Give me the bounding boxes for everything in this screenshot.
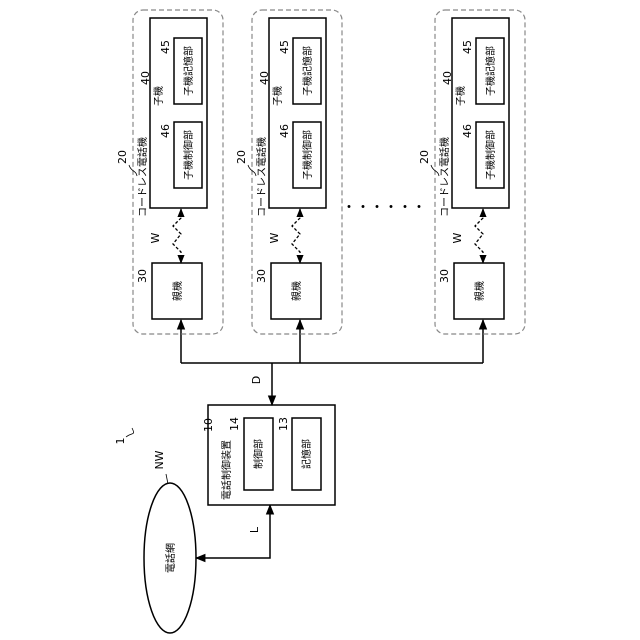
wireless-link-label: W xyxy=(268,232,281,243)
cordless-phone-group: コードレス電話機 20 親機 30 W 子機40 子機記憶部 45 子機制御部 46 xyxy=(418,10,525,334)
control-unit-ref: 14 xyxy=(228,417,241,431)
telephone-network-ref-leader xyxy=(166,474,168,484)
handset-storage-ref: 45 xyxy=(278,40,291,54)
handset-control-ref: 46 xyxy=(461,124,474,138)
cordless-phone-label: コードレス電話機 xyxy=(255,137,268,217)
system-ref-leader xyxy=(126,428,134,437)
handset-ref: 40 xyxy=(441,71,454,85)
cordless-phone-label: コードレス電話機 xyxy=(136,137,149,217)
base-unit-ref: 30 xyxy=(136,269,149,283)
handset-ref: 40 xyxy=(139,71,152,85)
link-D-label: D xyxy=(250,376,263,384)
handset-storage-label: 子機記憶部 xyxy=(182,46,195,96)
handset-control-label: 子機制御部 xyxy=(182,130,195,180)
wireless-link xyxy=(475,209,483,263)
handset-storage-label: 子機記憶部 xyxy=(484,46,497,96)
telephone-network-ref: NW xyxy=(153,450,166,469)
handset-ref: 40 xyxy=(258,71,271,85)
cordless-phone-group: コードレス電話機 20 親機 30 W 子機40 子機記憶部 45 子機制御部 46 xyxy=(116,10,223,334)
storage-unit-label: 記憶部 xyxy=(300,439,313,469)
telephone-network-label: 電話網 xyxy=(164,543,177,573)
wireless-link-label: W xyxy=(149,232,162,243)
cordless-phone-ref: 20 xyxy=(418,150,431,164)
handset-storage-ref: 45 xyxy=(461,40,474,54)
system-ref: 1 xyxy=(114,438,127,445)
link-L-label: L xyxy=(248,526,261,533)
cordless-phone-ref: 20 xyxy=(116,150,129,164)
handset-control-ref: 46 xyxy=(278,124,291,138)
wireless-link xyxy=(292,209,300,263)
cordless-phone-label: コードレス電話機 xyxy=(438,137,451,217)
handset-storage-ref: 45 xyxy=(159,40,172,54)
more-phones-ellipsis: ・・・・・・ xyxy=(342,200,426,216)
base-unit-ref: 30 xyxy=(438,269,451,283)
wireless-link-label: W xyxy=(451,232,464,243)
base-unit-label: 親機 xyxy=(473,281,486,301)
cordless-phone-group: コードレス電話機 20 親機 30 W 子機40 子機記憶部 45 子機制御部 46 xyxy=(235,10,342,334)
cordless-phone-ref: 20 xyxy=(235,150,248,164)
wireless-link xyxy=(173,209,181,263)
control-unit-label: 制御部 xyxy=(252,439,265,469)
base-unit-ref: 30 xyxy=(255,269,268,283)
base-unit-label: 親機 xyxy=(290,281,303,301)
base-unit-label: 親機 xyxy=(171,281,184,301)
telephone-controller-ref: 10 xyxy=(202,418,215,432)
handset-control-label: 子機制御部 xyxy=(301,130,314,180)
handset-control-ref: 46 xyxy=(159,124,172,138)
handset-storage-label: 子機記憶部 xyxy=(301,46,314,96)
handset-control-label: 子機制御部 xyxy=(484,130,497,180)
handset-label: 子機 xyxy=(152,86,165,106)
telephone-controller-label: 電話制御装置 xyxy=(220,440,233,500)
handset-label: 子機 xyxy=(454,86,467,106)
handset-label: 子機 xyxy=(271,86,284,106)
storage-unit-ref: 13 xyxy=(277,417,290,431)
